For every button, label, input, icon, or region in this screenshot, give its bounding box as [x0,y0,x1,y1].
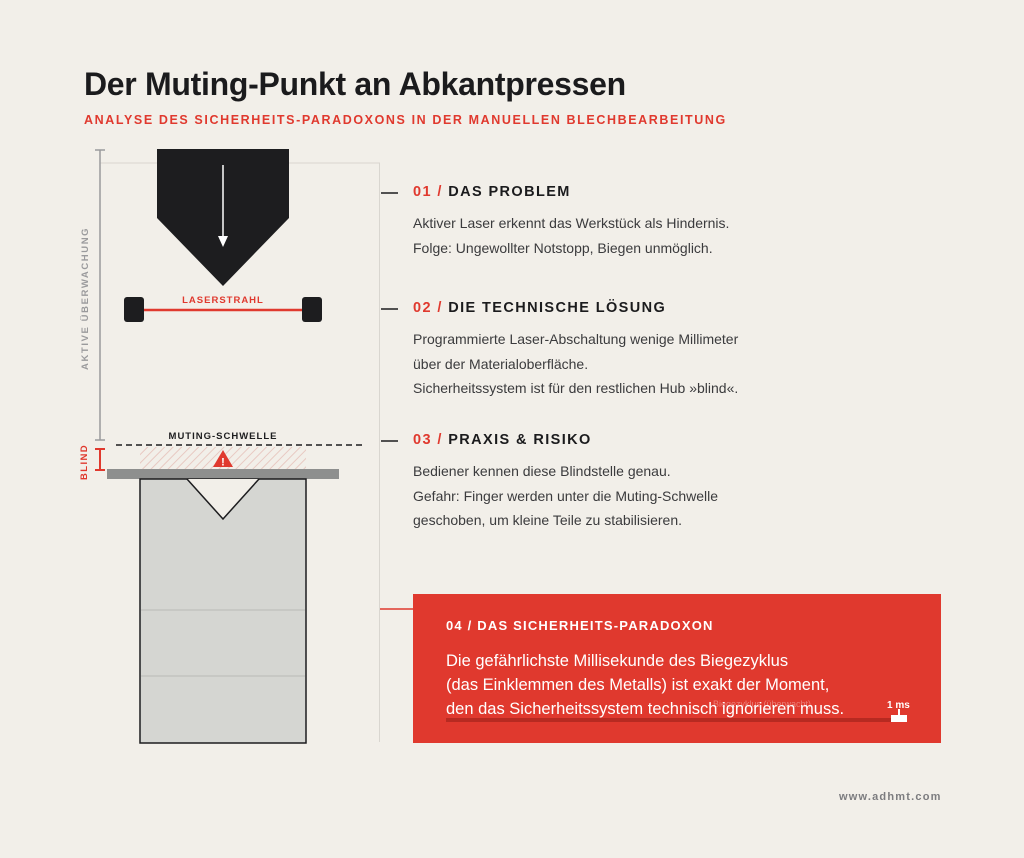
section-body: Programmierte Laser-Abschaltung wenige M… [413,327,738,401]
callout-text: Die gefährlichste Millisekunde des Biege… [446,649,844,721]
warning-icon: ! [213,450,233,469]
muting-threshold-label: MUTING-SCHWELLE [169,431,278,442]
section-heading: 03 / PRAXIS & RISIKO [413,432,718,448]
callout-line: Die gefährlichste Millisekunde des Biege… [446,652,789,670]
section-line: Folge: Ungewollter Notstopp, Biegen unmö… [413,239,713,256]
lower-die [139,478,307,744]
section-number: 03 / [413,432,443,448]
section-01: 01 / DAS PROBLEM Aktiver Laser erkennt d… [413,184,729,260]
sheet-metal-plate [107,469,339,479]
callout-line: den das Sicherheitssystem technisch igno… [446,700,845,718]
section-line: Gefahr: Finger werden unter die Muting-S… [413,487,719,504]
paradox-callout-card: 04 / DAS SICHERHEITS-PARADOXON Die gefäh… [413,594,941,743]
section-body: Bediener kennen diese Blindstelle genau.… [413,459,718,533]
down-arrow-icon [218,165,228,247]
active-monitoring-bracket [95,149,105,441]
section-title: DIE TECHNISCHE LÖSUNG [448,300,667,316]
section-line: Sicherheitssystem ist für den restlichen… [413,380,739,396]
one-ms-marker [891,715,907,722]
callout-title: 04 / DAS SICHERHEITS-PARADOXON [446,618,714,633]
footer-url[interactable]: www.adhmt.com [839,791,942,803]
section-body: Aktiver Laser erkennt das Werkstück als … [413,211,729,260]
section-line: Programmierte Laser-Abschaltung wenige M… [413,331,739,347]
section-02: 02 / DIE TECHNISCHE LÖSUNG Programmierte… [413,300,738,401]
blind-zone-bracket [95,448,105,471]
svg-text:!: ! [221,457,225,469]
cycle-timeline-bar [446,718,907,722]
section-number: 01 / [413,184,443,200]
section-heading: 02 / DIE TECHNISCHE LÖSUNG [413,300,738,316]
active-monitoring-label: AKTIVE ÜBERWACHUNG [80,227,91,370]
laser-emitter-left [124,297,144,322]
cycle-bar-label: Biegezyklus (überwacht) [713,699,812,709]
laser-receiver-right [302,297,322,322]
press-brake-diagram: AKTIVE ÜBERWACHUNG BLIND LASERSTRAHL MUT… [79,149,414,744]
page-subtitle: ANALYSE DES SICHERHEITS-PARADOXONS IN DE… [84,113,727,127]
laser-label: LASERSTRAHL [182,295,264,306]
section-03: 03 / PRAXIS & RISIKO Bediener kennen die… [413,432,718,533]
section-line: Bediener kennen diese Blindstelle genau. [413,463,671,479]
section-line: geschoben, um kleine Teile zu stabilisie… [413,512,683,528]
section-line: über der Materialoberfläche. [413,355,589,372]
page-title: Der Muting-Punkt an Abkantpressen [84,66,626,102]
one-ms-marker-label: 1 ms [887,700,910,711]
callout-line: (das Einklemmen des Metalls) ist exakt d… [446,676,830,694]
one-ms-marker-tick [898,709,900,715]
section-title: DAS PROBLEM [448,184,571,200]
blind-zone-label: BLIND [79,444,90,480]
section-number: 02 / [413,300,443,316]
section-title: PRAXIS & RISIKO [448,432,592,448]
section-heading: 01 / DAS PROBLEM [413,184,729,200]
section-line: Aktiver Laser erkennt das Werkstück als … [413,215,730,231]
